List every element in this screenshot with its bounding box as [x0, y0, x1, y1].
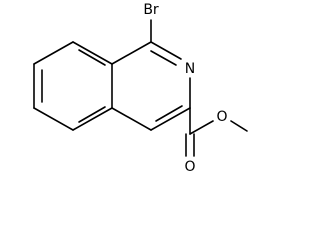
- bond: [72, 41, 113, 65]
- double-bond-line: [155, 105, 183, 122]
- bond: [230, 120, 248, 132]
- isoquinoline-ester-structure: Br N O O: [33, 2, 248, 175]
- benzene-ring: [33, 41, 113, 131]
- double-bond-line: [150, 50, 177, 66]
- bond: [150, 41, 182, 60]
- atom-label-o-ether: O: [216, 109, 227, 125]
- bond: [33, 41, 74, 65]
- atom-label-br: Br: [143, 2, 159, 18]
- bond: [111, 41, 152, 65]
- atom-label-o-carbonyl: O: [184, 159, 195, 175]
- methyl-ester-group: [185, 107, 248, 157]
- pyridine-ring: [111, 41, 191, 131]
- bond: [33, 107, 74, 131]
- double-bond-line: [78, 49, 106, 66]
- bond: [189, 120, 214, 135]
- double-bond-line: [78, 106, 106, 123]
- bond: [150, 107, 191, 131]
- bond: [111, 107, 152, 131]
- bond: [72, 107, 113, 131]
- atom-label-n: N: [185, 61, 195, 77]
